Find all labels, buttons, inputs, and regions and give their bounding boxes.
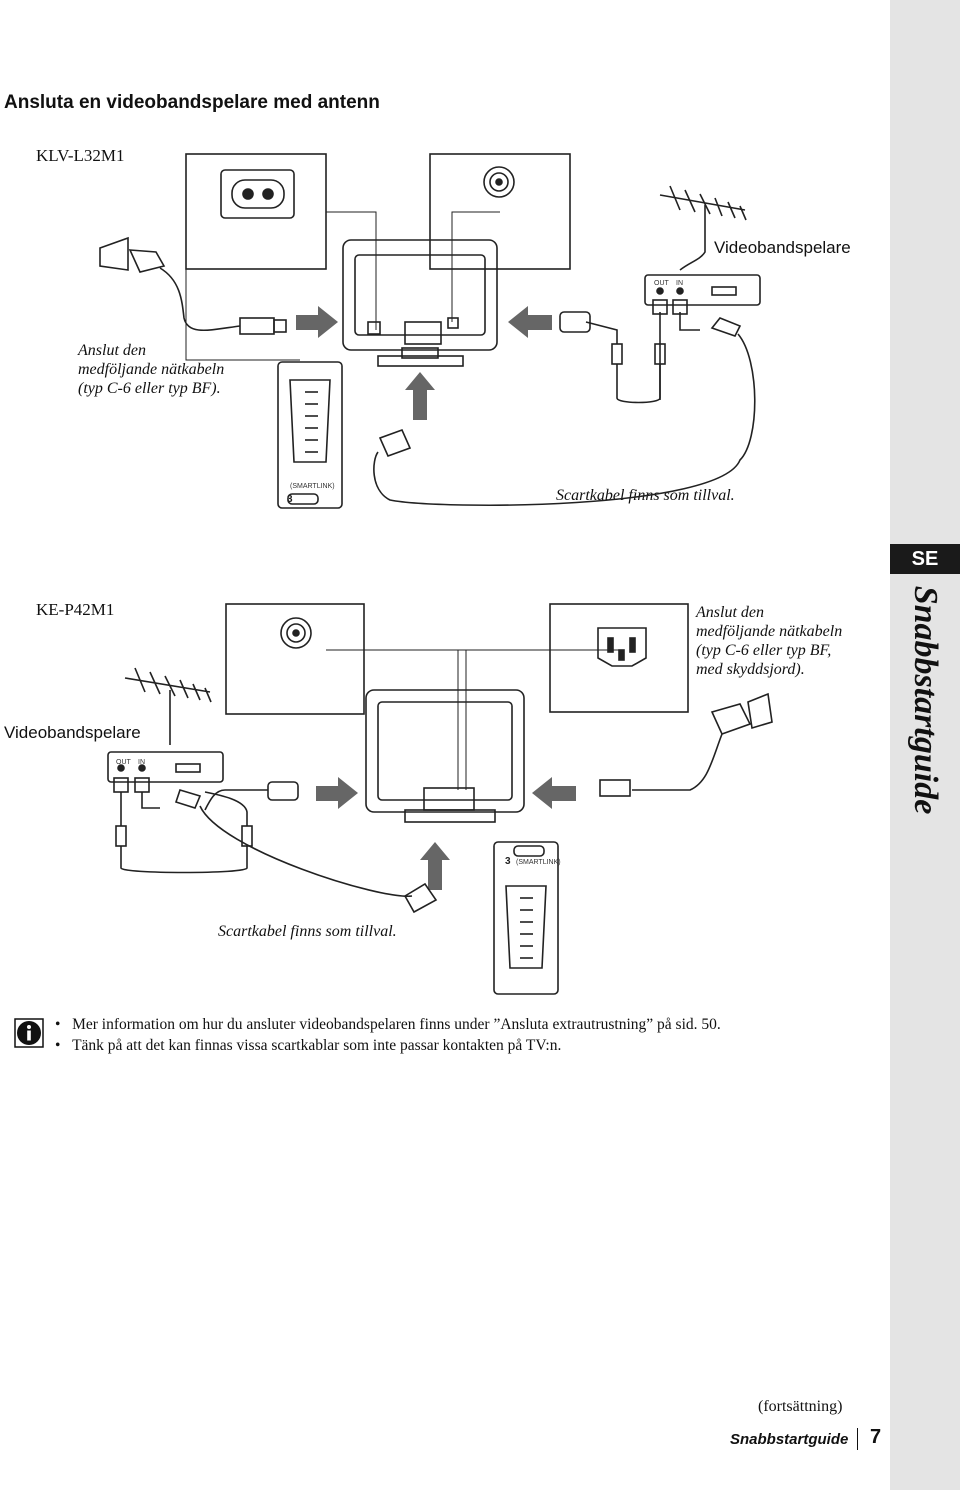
notes-list: • Mer information om hur du ansluter vid… bbox=[55, 1014, 721, 1056]
scart-port-top bbox=[277, 361, 343, 509]
page-title: Ansluta en videobandspelare med antenn bbox=[4, 92, 380, 113]
scart-caption-bottom: Scartkabel finns som tillval. bbox=[218, 923, 397, 940]
zoom-box-antenna bbox=[429, 153, 571, 270]
power-caption-top: Anslut den medföljande nätkabeln (typ C-… bbox=[78, 342, 225, 397]
zoom-box-power bbox=[185, 153, 327, 270]
scart-port-label-bottom: (SMARTLINK) bbox=[516, 859, 561, 866]
vcr-out-label-bottom: OUT bbox=[116, 759, 132, 766]
power-plug-icon bbox=[128, 249, 166, 273]
info-icon bbox=[14, 1018, 44, 1048]
power-caption-bottom: Anslut den medföljande nätkabeln (typ C-… bbox=[696, 604, 843, 678]
antenna-socket-icon bbox=[483, 166, 515, 198]
footer-divider bbox=[857, 1428, 858, 1450]
zoom-box-antenna-bottom bbox=[225, 603, 365, 715]
scart-port-number-bottom: 3 bbox=[505, 856, 511, 867]
scart-port-bottom bbox=[493, 841, 559, 995]
antenna-icon bbox=[659, 185, 747, 245]
power-socket-icon bbox=[231, 179, 285, 209]
sidebar-section-title: Snabbstartguide bbox=[907, 585, 944, 815]
vcr-in-label-top: IN bbox=[676, 280, 683, 287]
note-item: • Mer information om hur du ansluter vid… bbox=[55, 1016, 721, 1033]
vcr-bottom bbox=[107, 751, 224, 793]
tv-back-top bbox=[342, 239, 498, 367]
vcr-in-label-bottom: IN bbox=[138, 759, 145, 766]
continuation-label: (fortsättning) bbox=[758, 1398, 843, 1415]
zoom-box-power-bottom bbox=[549, 603, 689, 713]
language-tab: SE bbox=[890, 544, 960, 574]
wall-socket-icon bbox=[99, 236, 129, 271]
scart-port-label-top: (SMARTLINK) bbox=[290, 483, 335, 490]
vcr-out-label-top: OUT bbox=[654, 280, 670, 287]
note-item: • Tänk på att det kan finnas vissa scart… bbox=[55, 1037, 562, 1054]
connection-diagram: OUT IN (SMARTLINK) OUT IN (SMARTLINK) 3 … bbox=[99, 153, 773, 995]
model-label-bottom: KE-P42M1 bbox=[36, 600, 115, 619]
scart-connector-icon bbox=[378, 428, 412, 458]
model-label-top: KLV-L32M1 bbox=[36, 146, 125, 165]
vcr-label-top: Videobandspelare bbox=[714, 238, 851, 257]
scart-port-number-top: 3 bbox=[287, 494, 293, 505]
vcr-label-bottom: Videobandspelare bbox=[4, 723, 141, 742]
footer-section-title: Snabbstartguide bbox=[730, 1431, 849, 1448]
tv-back-bottom bbox=[365, 689, 525, 823]
arrow-icon bbox=[296, 306, 552, 420]
sidebar-band bbox=[890, 0, 960, 1490]
page-number: 7 bbox=[870, 1426, 882, 1448]
